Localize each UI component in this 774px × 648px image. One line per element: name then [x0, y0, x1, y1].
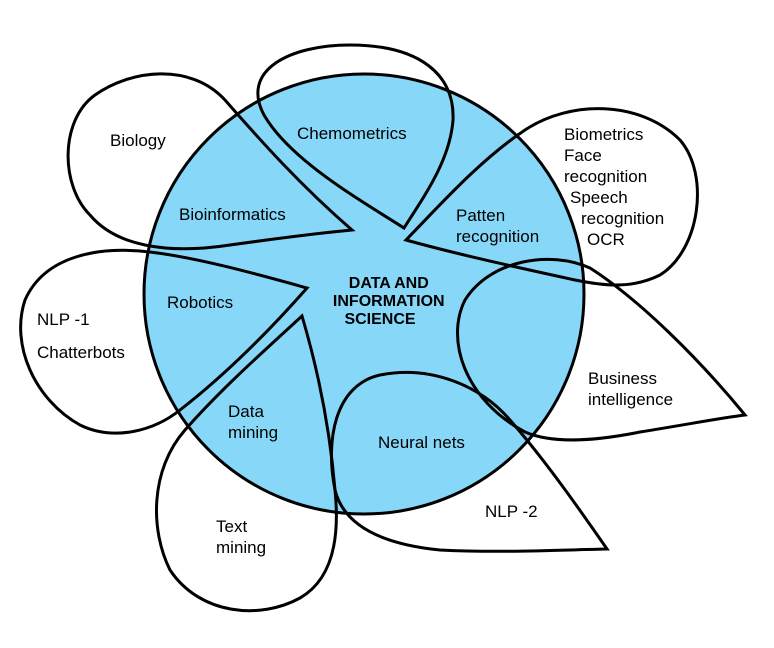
petal-biology	[66, 72, 356, 251]
label-robotics: Robotics	[167, 293, 233, 312]
label-nlp1: NLP -1 Chatterbots	[37, 310, 125, 362]
label-pattern-recognition: Patten recognition	[456, 206, 539, 246]
center-label: DATA AND INFORMATION SCIENCE	[333, 275, 449, 328]
label-data-mining: Data mining	[228, 402, 278, 442]
core-circle	[142, 72, 586, 516]
center-line-3: SCIENCE	[344, 311, 415, 328]
center-line-1: DATA AND	[349, 275, 429, 292]
label-biology: Biology	[110, 131, 166, 150]
petal-chemometrics	[256, 43, 455, 231]
label-neural-nets: Neural nets	[378, 433, 465, 452]
petal-biometrics	[403, 107, 699, 287]
petal-nlp2	[329, 370, 610, 553]
petal-nlp1	[19, 248, 310, 435]
label-text-mining: Text mining	[216, 517, 266, 557]
label-business: Business intelligence	[588, 369, 673, 409]
petal-business	[456, 257, 748, 442]
label-bioinformatics: Bioinformatics	[179, 205, 286, 224]
center-line-2: INFORMATION	[333, 293, 445, 310]
label-chemometrics: Chemometrics	[297, 124, 407, 143]
label-biometrics: Biometrics Face recognition Speech recog…	[564, 125, 669, 249]
label-nlp2: NLP -2	[485, 502, 538, 521]
